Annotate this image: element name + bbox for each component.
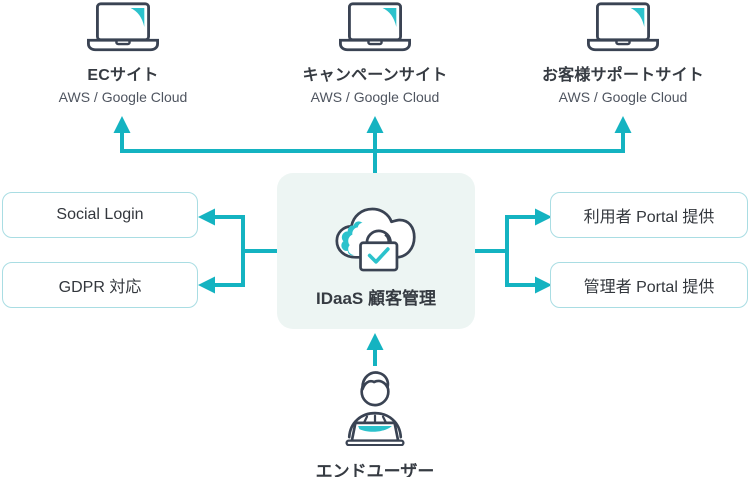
person-laptop-icon [345, 371, 405, 447]
laptop-icon [587, 2, 659, 52]
arrowhead-up-center [366, 116, 384, 133]
feature-box-gdpr: GDPR 対応 [2, 262, 198, 308]
feature-label: Social Login [56, 206, 144, 223]
site-sublabel: AWS / Google Cloud [310, 89, 440, 105]
laptop-icon [87, 2, 159, 52]
laptop-icon [339, 2, 411, 52]
arrowhead-left-top [198, 208, 215, 226]
site-label: お客様サポートサイト [541, 67, 704, 84]
cloud-lock-icon [335, 207, 416, 272]
end-user-label: エンドユーザー [315, 462, 435, 477]
cloud-accent [341, 221, 369, 256]
arrowhead-up-bottom [366, 333, 384, 350]
site-sublabel: AWS / Google Cloud [558, 89, 688, 105]
top-connector-line [120, 133, 625, 153]
feature-box-admin-portal: 管理者 Portal 提供 [550, 262, 748, 308]
feature-label: GDPR 対応 [58, 279, 142, 296]
right-branch-line [505, 215, 537, 287]
idaas-center-box: IDaaS 顧客管理 [277, 173, 475, 329]
feature-label: 管理者 Portal 提供 [583, 279, 715, 296]
site-node-campaign: キャンペーンサイト AWS / Google Cloud [275, 2, 475, 105]
end-user-node: エンドユーザー [295, 366, 455, 477]
feature-label: 利用者 Portal 提供 [583, 209, 715, 226]
site-node-ec: ECサイト AWS / Google Cloud [23, 2, 223, 105]
feature-box-social-login: Social Login [2, 192, 198, 238]
arrowhead-left-bottom [198, 276, 215, 294]
feature-box-user-portal: 利用者 Portal 提供 [550, 192, 748, 238]
site-node-support: お客様サポートサイト AWS / Google Cloud [523, 2, 723, 105]
arrowhead-up-left [113, 116, 131, 133]
site-label: キャンペーンサイト [302, 67, 448, 84]
arrowhead-up-right [614, 116, 632, 133]
idaas-label: IDaaS 顧客管理 [316, 289, 436, 308]
site-sublabel: AWS / Google Cloud [58, 89, 188, 105]
left-branch-line [213, 215, 245, 287]
site-label: ECサイト [87, 67, 159, 84]
